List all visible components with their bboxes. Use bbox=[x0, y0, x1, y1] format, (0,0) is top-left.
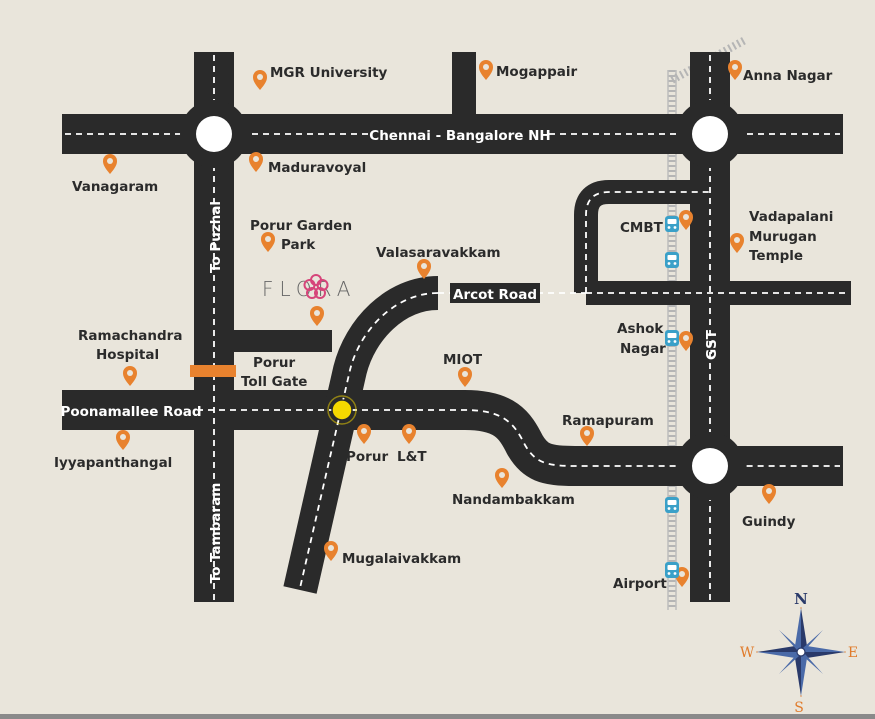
metro-icon-ashok-nagar bbox=[665, 330, 679, 346]
label-nandambakkam: Nandambakkam bbox=[452, 492, 575, 508]
compass-south-label: S bbox=[794, 700, 804, 716]
road-label-poonamallee-road: Poonamallee Road bbox=[60, 404, 201, 420]
compass-rose: N E S W bbox=[740, 590, 858, 716]
label-porur-garden-park-2: Park bbox=[281, 237, 316, 253]
label-maduravoyal: Maduravoyal bbox=[268, 160, 366, 176]
label-vanagaram: Vanagaram bbox=[72, 179, 158, 195]
label-iyyapanthangal: Iyyapanthangal bbox=[54, 455, 172, 471]
metro-icon-airport bbox=[665, 562, 679, 578]
project-location-marker[interactable] bbox=[327, 395, 357, 425]
label-ramapuram: Ramapuram bbox=[562, 413, 654, 429]
label-porur-toll: Porur bbox=[253, 355, 295, 371]
label-mgr-university: MGR University bbox=[270, 65, 388, 81]
label-vadapalani: Vadapalani bbox=[749, 209, 833, 225]
road-label-chennai-bangalore-nh: Chennai - Bangalore NH bbox=[369, 128, 550, 144]
label-porur: Porur bbox=[346, 449, 388, 465]
road-label-gst: GST bbox=[704, 329, 720, 360]
roundabouts bbox=[180, 100, 744, 500]
compass-east-label: E bbox=[848, 645, 858, 661]
label-vadapalani-3: Temple bbox=[749, 248, 803, 264]
metro-icon-koyambedu bbox=[665, 252, 679, 268]
label-ramachandra: Ramachandra bbox=[78, 328, 182, 344]
label-porur-garden-park: Porur Garden bbox=[250, 218, 352, 234]
flora-logo: FLORA bbox=[262, 274, 350, 301]
label-mogappair: Mogappair bbox=[496, 64, 578, 80]
label-anna-nagar: Anna Nagar bbox=[743, 68, 833, 84]
label-cmbt: CMBT bbox=[620, 220, 664, 236]
label-valasaravakkam: Valasaravakkam bbox=[376, 245, 501, 261]
compass-north-label: N bbox=[794, 590, 808, 608]
road-label-arcot-road: Arcot Road bbox=[453, 287, 537, 303]
metro-icon-alandur bbox=[665, 497, 679, 513]
label-ashok-nagar-2: Nagar bbox=[620, 341, 666, 357]
label-lt: L&T bbox=[397, 449, 427, 465]
label-ramachandra-2: Hospital bbox=[96, 347, 159, 363]
label-airport: Airport bbox=[613, 576, 667, 592]
road-label-to-puzhal: To Puzhal bbox=[208, 201, 224, 273]
label-guindy: Guindy bbox=[742, 514, 796, 530]
label-porur-toll-2: Toll Gate bbox=[241, 374, 307, 390]
label-miot: MIOT bbox=[443, 352, 483, 368]
label-ashok-nagar: Ashok bbox=[617, 321, 664, 337]
road-label-to-tambaram: To Tambaram bbox=[208, 483, 224, 584]
label-mugalaivakkam: Mugalaivakkam bbox=[342, 551, 461, 567]
toll-gate-bar bbox=[190, 365, 236, 377]
flora-flower-icon bbox=[303, 274, 329, 299]
compass-west-label: W bbox=[740, 645, 755, 661]
label-vadapalani-2: Murugan bbox=[749, 229, 817, 245]
metro-icon-cmbt bbox=[665, 216, 679, 232]
